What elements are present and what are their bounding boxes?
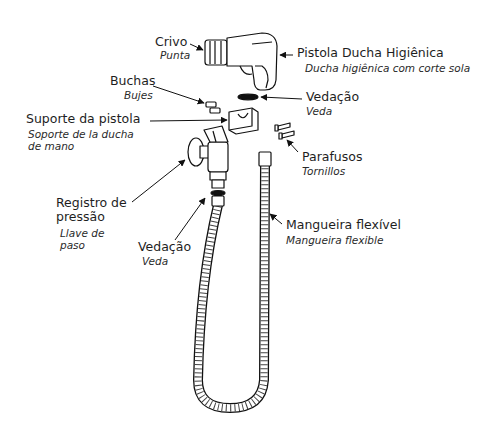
part-label: Llave de paso	[60, 227, 120, 251]
part-label: Mangueira flexible	[286, 234, 383, 246]
part-label: Registro de pressão	[56, 196, 136, 225]
part-label: Mangueira flexível	[286, 218, 401, 232]
part-label: Pistola Ducha Higiênica	[297, 46, 444, 60]
part-label: Suporte da pistola	[26, 112, 140, 126]
bushings	[206, 102, 220, 113]
part-label: Tornillos	[302, 165, 345, 177]
pressure-valve	[188, 126, 228, 188]
part-label: Parafusos	[302, 150, 362, 164]
part-label: Crivo	[155, 35, 187, 49]
flexible-hose	[198, 152, 271, 408]
part-label: Veda	[142, 255, 168, 267]
part-label: Vedação	[306, 90, 359, 104]
part-label: Vedação	[138, 240, 191, 254]
part-label: Bujes	[124, 89, 153, 101]
leader-lines	[132, 44, 302, 240]
part-label: Ducha higiênica com corte sola	[305, 62, 470, 74]
gun-support	[229, 108, 258, 134]
part-label: Veda	[306, 105, 332, 117]
shower-gun	[227, 33, 277, 90]
seal-ring	[238, 94, 258, 100]
part-label: Buchas	[110, 74, 155, 88]
seal-ring	[211, 191, 225, 196]
part-label: Punta	[160, 49, 190, 61]
part-label: Soporte de la ducha de mano	[28, 128, 138, 152]
screws	[275, 123, 294, 139]
nozzle	[205, 40, 227, 65]
